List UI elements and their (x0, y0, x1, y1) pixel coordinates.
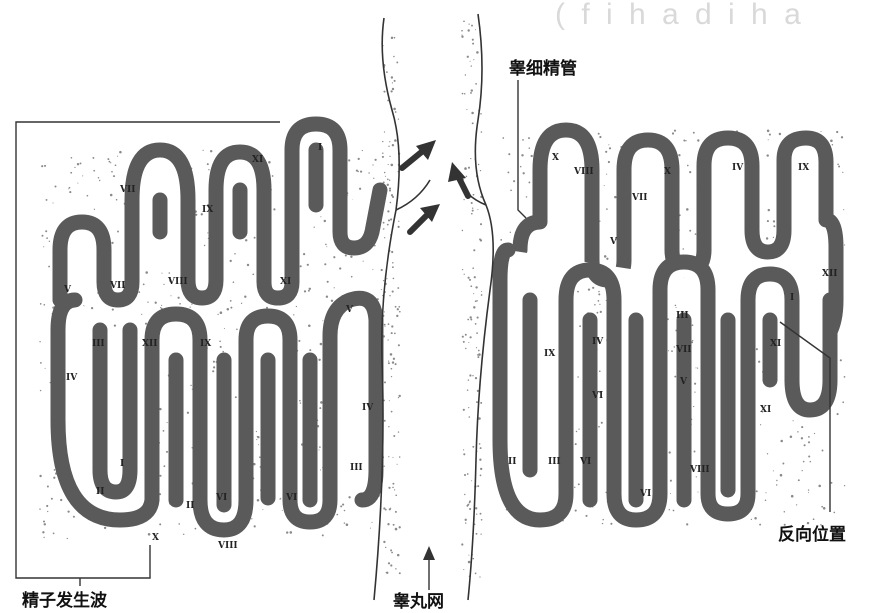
right-stage-marker: VI (591, 391, 603, 401)
right-stage-marker: X (664, 167, 671, 177)
right-stage-marker: V (679, 377, 688, 387)
left-stage-marker: VII (119, 185, 135, 195)
left-stage-marker: III (350, 463, 363, 473)
spermatogenic-wave-label: 精子发生波 (22, 590, 108, 611)
left-stage-marker: VI (215, 493, 227, 503)
left-stage-marker: XI (252, 155, 263, 165)
efferent-duct-leader (518, 80, 526, 218)
right-stage-marker: VIII (689, 465, 710, 475)
right-stage-marker: XI (760, 405, 771, 415)
left-stage-marker: III (92, 339, 105, 349)
left-stage-marker: II (96, 487, 104, 497)
right-stage-marker: VII (631, 193, 647, 203)
watermark: ( f i h a d i h a (555, 0, 805, 31)
left-tubule-mass (58, 124, 380, 530)
right-stage-marker: IX (798, 163, 809, 173)
right-stage-marker: VII (675, 345, 691, 355)
left-stage-marker: VII (109, 281, 125, 291)
left-stage-marker: V (63, 285, 72, 295)
right-stage-marker: II (508, 457, 516, 467)
left-stage-marker: X (152, 533, 159, 543)
efferent-duct-label: 睾细精管 (509, 58, 577, 79)
rete-testis-label: 睾丸网 (393, 591, 444, 612)
left-stage-marker: I (120, 459, 124, 469)
right-stage-marker: XII (822, 269, 837, 279)
right-stage-marker: IX (544, 349, 555, 359)
left-stage-marker: XII (142, 339, 157, 349)
right-stage-marker: XI (770, 339, 781, 349)
right-stage-marker: VIII (573, 167, 594, 177)
right-stage-marker: X (552, 153, 559, 163)
left-stage-marker: IX (202, 205, 213, 215)
left-stage-marker: V (345, 305, 354, 315)
right-stage-marker: III (548, 457, 561, 467)
left-stage-marker: IX (200, 339, 211, 349)
right-stage-marker: IV (592, 337, 604, 347)
right-stage-marker: V (609, 237, 618, 247)
flow-arrows (402, 140, 468, 590)
left-stage-marker: XI (280, 277, 291, 287)
right-stage-marker: VI (579, 457, 591, 467)
left-stage-marker: II (186, 501, 194, 511)
right-lower-tubule (500, 250, 830, 520)
right-stage-marker: I (790, 293, 794, 303)
left-upper-tubule (60, 124, 380, 300)
right-stage-marker: VI (639, 489, 651, 499)
left-stage-marker: VIII (217, 541, 238, 551)
left-stage-marker: IV (66, 373, 78, 383)
right-stage-marker: IV (732, 163, 744, 173)
left-stage-marker: VI (285, 493, 297, 503)
left-stage-marker: VIII (167, 277, 188, 287)
arrow-up-icon (423, 546, 435, 560)
reverse-position-label: 反向位置 (778, 524, 846, 545)
right-stage-marker: III (676, 311, 689, 321)
left-stage-marker: I (318, 143, 322, 153)
left-stage-marker: IV (362, 403, 374, 413)
